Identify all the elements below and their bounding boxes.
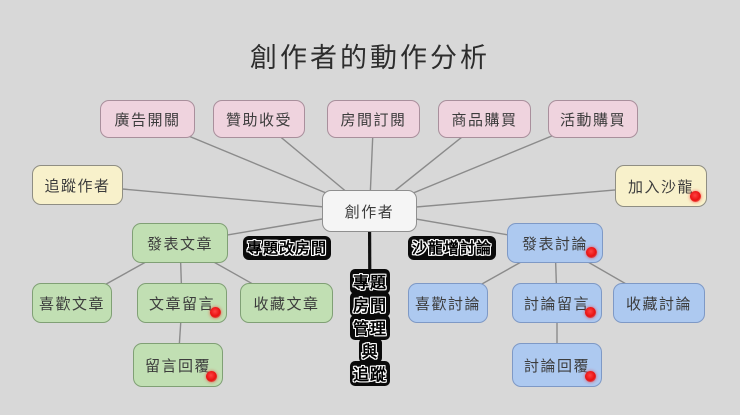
node-label: 活動購買 bbox=[559, 111, 626, 129]
node-label: 發表討論 bbox=[521, 235, 588, 253]
node-sponsor-receive: 贊助收受 bbox=[213, 100, 305, 138]
node-label: 討論回覆 bbox=[523, 357, 590, 375]
node-ad-toggle: 廣告開關 bbox=[100, 100, 195, 138]
annotation-line: 追蹤 bbox=[349, 361, 391, 386]
node-product-purchase: 商品購買 bbox=[438, 100, 531, 138]
node-label: 廣告開關 bbox=[114, 111, 181, 129]
node-label: 商品購買 bbox=[451, 111, 518, 129]
node-label: 收藏文章 bbox=[253, 295, 320, 313]
annotation-line: 管理 bbox=[349, 315, 391, 340]
node-article-comment: 文章留言 bbox=[137, 283, 227, 323]
node-join-salon: 加入沙龍 bbox=[615, 165, 707, 207]
annotation-topic-room-manage-follow: 專題 房間 管理 與 追蹤 bbox=[349, 269, 391, 386]
node-label: 贊助收受 bbox=[225, 111, 292, 129]
node-label: 加入沙龍 bbox=[627, 178, 694, 196]
annotation-salon-add-discussion: 沙龍增討論 bbox=[408, 236, 497, 260]
node-comment-reply: 留言回覆 bbox=[133, 343, 223, 387]
node-collect-article: 收藏文章 bbox=[240, 283, 333, 323]
node-label: 創作者 bbox=[344, 203, 395, 221]
node-label: 討論留言 bbox=[523, 295, 590, 313]
node-label: 喜歡文章 bbox=[38, 295, 105, 313]
annotation-line: 專題 bbox=[349, 269, 391, 294]
annotation-line: 與 bbox=[358, 338, 382, 363]
node-room-subscribe: 房間訂閱 bbox=[327, 100, 420, 138]
laser-pointer-dot bbox=[585, 371, 596, 382]
node-label: 收藏討論 bbox=[625, 295, 692, 313]
laser-pointer-dot bbox=[586, 247, 597, 258]
node-collect-discussion: 收藏討論 bbox=[613, 283, 705, 323]
node-label: 房間訂閱 bbox=[340, 111, 407, 129]
node-like-article: 喜歡文章 bbox=[32, 283, 112, 323]
laser-pointer-dot bbox=[206, 371, 217, 382]
annotation-line: 房間 bbox=[349, 292, 391, 317]
laser-pointer-dot bbox=[585, 307, 596, 318]
node-publish-article: 發表文章 bbox=[132, 223, 228, 263]
node-follow-author: 追蹤作者 bbox=[32, 165, 123, 205]
node-like-discussion: 喜歡討論 bbox=[408, 283, 488, 323]
page-title: 創作者的動作分析 bbox=[250, 43, 490, 73]
node-event-purchase: 活動購買 bbox=[548, 100, 638, 138]
node-label: 追蹤作者 bbox=[44, 177, 111, 195]
node-discussion-comment: 討論留言 bbox=[512, 283, 602, 323]
node-publish-discussion: 發表討論 bbox=[507, 223, 603, 263]
node-label: 留言回覆 bbox=[144, 357, 211, 375]
annotation-topic-change-room: 專題改房間 bbox=[243, 236, 332, 260]
node-discussion-reply: 討論回覆 bbox=[512, 343, 602, 387]
laser-pointer-dot bbox=[690, 191, 701, 202]
laser-pointer-dot bbox=[210, 307, 221, 318]
node-creator: 創作者 bbox=[322, 190, 417, 232]
node-label: 喜歡討論 bbox=[414, 295, 481, 313]
node-label: 發表文章 bbox=[146, 235, 213, 253]
node-label: 文章留言 bbox=[148, 295, 215, 313]
